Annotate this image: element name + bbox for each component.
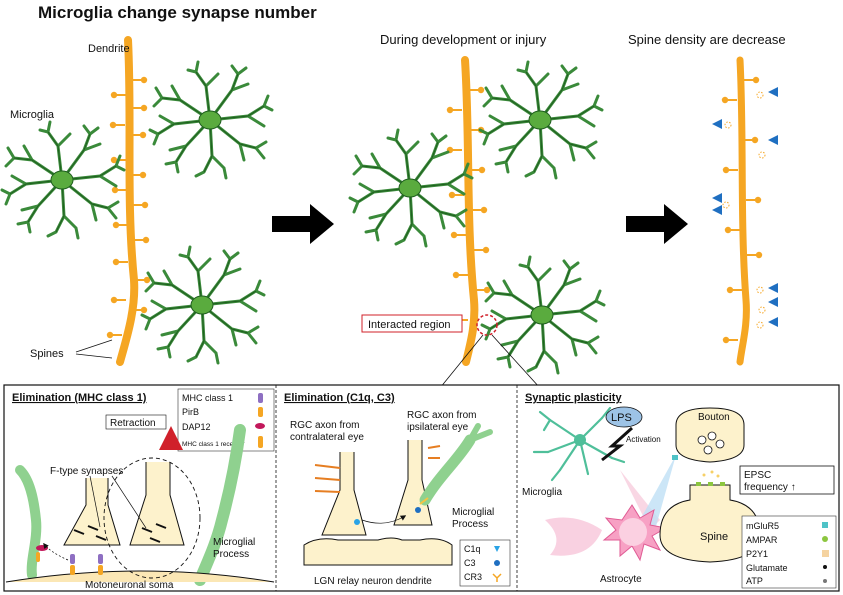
cr3-icon bbox=[492, 573, 502, 582]
rgc-ipsi-label-2: ipsilateral eye bbox=[407, 422, 469, 433]
p2y1-icon bbox=[822, 550, 829, 557]
c3-icon bbox=[494, 560, 500, 566]
dendrite-label: Dendrite bbox=[88, 43, 130, 55]
legend-c3: C3 bbox=[464, 558, 476, 568]
legend-mhc1: MHC class 1 bbox=[182, 393, 233, 403]
bouton-label: Bouton bbox=[698, 412, 730, 423]
box1-title: Elimination (MHC class 1) bbox=[12, 392, 147, 404]
receptor-icon bbox=[258, 436, 263, 448]
soma-label: Motoneuronal soma bbox=[85, 580, 174, 591]
c1q-icon bbox=[494, 546, 500, 552]
spine-label: Spine bbox=[700, 531, 728, 543]
box3-title: Synaptic plasticity bbox=[525, 392, 622, 404]
removed-spine-markers bbox=[712, 87, 778, 327]
legend-dap12: DAP12 bbox=[182, 422, 211, 432]
retraction-label: Retraction bbox=[110, 418, 156, 429]
astrocyte bbox=[602, 504, 668, 562]
panel2-title: During development or injury bbox=[380, 32, 547, 47]
dendrite-3 bbox=[736, 56, 750, 366]
panel-normal: Dendrite Microglia Spines bbox=[0, 36, 274, 366]
dap12-icon bbox=[255, 423, 265, 429]
legend-mhc1-receptor: MHC class 1 receptor bbox=[182, 441, 245, 448]
mglur5-icon bbox=[822, 522, 828, 528]
panel-decrease: Spine density are decrease bbox=[628, 32, 786, 366]
microglia-label-small: Microglia bbox=[522, 487, 562, 498]
panel3-title: Spine density are decrease bbox=[628, 32, 786, 47]
lgn-label: LGN relay neuron dendrite bbox=[314, 576, 432, 587]
rgc-contra-label-1: RGC axon from bbox=[290, 420, 359, 431]
interacted-region-label: Interacted region bbox=[368, 319, 451, 331]
box-plasticity: Synaptic plasticity Microglia LPS Activa… bbox=[522, 392, 837, 589]
activation-label: Activation bbox=[626, 435, 661, 444]
legend-pirb: PirB bbox=[182, 407, 199, 417]
box-complement: Elimination (C1q, C3) RGC axon from cont… bbox=[284, 392, 511, 587]
microglial2-label-2: Process bbox=[452, 519, 488, 530]
lps-label: LPS bbox=[611, 412, 632, 424]
microglial2-label-1: Microglial bbox=[452, 507, 494, 518]
legend-glutamate: Glutamate bbox=[746, 563, 788, 573]
spines-label: Spines bbox=[30, 348, 64, 360]
microglia-label: Microglia bbox=[10, 109, 55, 121]
microglia-small bbox=[532, 406, 626, 482]
microglial-process-label-2: Process bbox=[213, 549, 249, 560]
page-title: Microglia change synapse number bbox=[38, 3, 317, 22]
legend-cr3: CR3 bbox=[464, 572, 482, 582]
ampar-icon bbox=[822, 536, 828, 542]
big-arrow-right-icon bbox=[272, 204, 334, 244]
dendrite bbox=[116, 36, 139, 366]
legend-atp: ATP bbox=[746, 576, 763, 586]
ftype-synapses-label: F-type synapses bbox=[50, 466, 123, 477]
pirb-icon bbox=[258, 407, 263, 417]
activation-bolt-icon bbox=[601, 426, 634, 462]
legend-p2y1: P2Y1 bbox=[746, 549, 768, 559]
legend-ampar: AMPAR bbox=[746, 535, 778, 545]
panel-development: During development or injury Interacted … bbox=[348, 32, 606, 389]
rgc-ipsi-label-1: RGC axon from bbox=[407, 410, 476, 421]
glutamate-icon bbox=[823, 565, 827, 569]
box-mhc: Elimination (MHC class 1) MHC class 1 Pi… bbox=[5, 388, 275, 591]
rgc-contra-label-2: contralateral eye bbox=[290, 432, 364, 443]
epsc-label-2: frequency ↑ bbox=[744, 482, 796, 493]
interacted-region-circle bbox=[476, 314, 498, 336]
epsc-label-1: EPSC bbox=[744, 470, 771, 481]
microglial-process-label-1: Microglial bbox=[213, 537, 255, 548]
legend-mglur5: mGluR5 bbox=[746, 521, 779, 531]
atp-icon bbox=[823, 579, 827, 583]
legend-c1q: C1q bbox=[464, 544, 481, 554]
mhc1-icon bbox=[258, 393, 263, 403]
dendrite-2 bbox=[461, 56, 479, 366]
big-arrow-right-icon bbox=[626, 204, 688, 244]
astrocyte-label: Astrocyte bbox=[600, 574, 642, 585]
box2-title: Elimination (C1q, C3) bbox=[284, 392, 395, 404]
